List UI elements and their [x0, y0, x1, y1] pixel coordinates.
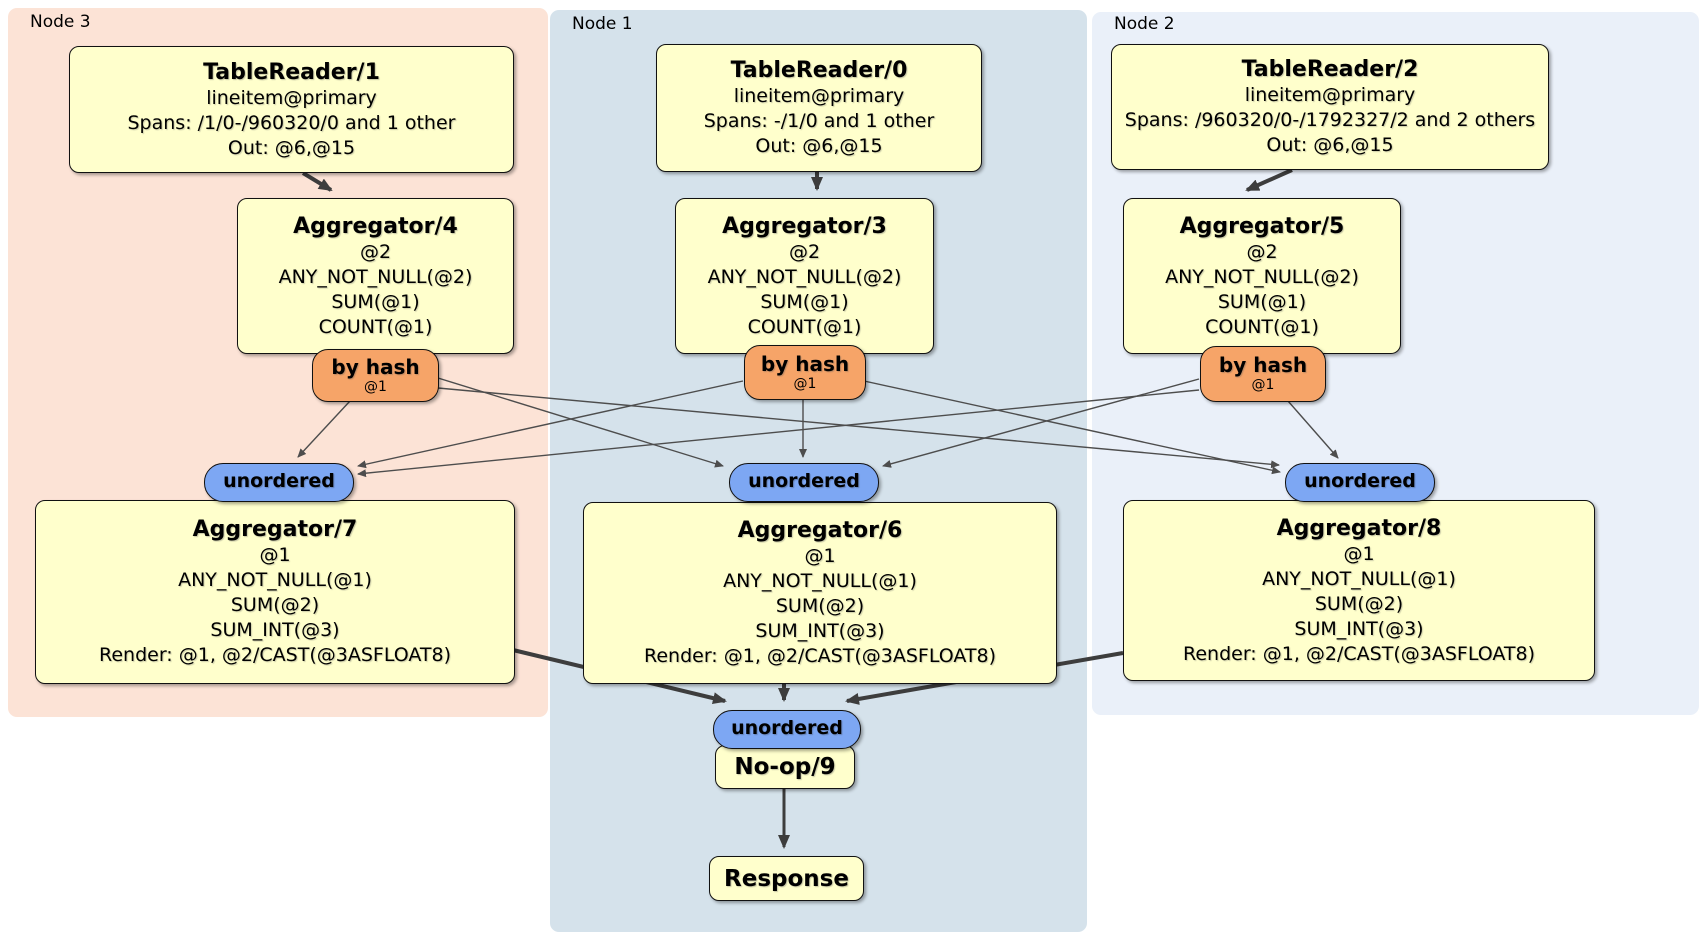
- aggregator-7-fn3: SUM_INT(@3): [210, 619, 340, 641]
- hash-router-4-key: @1: [364, 378, 387, 395]
- tablereader-1-title: TableReader/1: [203, 59, 380, 85]
- aggregator-7-box: Aggregator/7 @1 ANY_NOT_NULL(@1) SUM(@2)…: [35, 500, 515, 684]
- aggregator-4-fn2: SUM(@1): [331, 290, 420, 313]
- tablereader-2-index: lineitem@primary: [1244, 84, 1416, 106]
- aggregator-7-title: Aggregator/7: [192, 517, 358, 542]
- edge-router4-sync7: [297, 400, 351, 458]
- tablereader-2-spans: Spans: /960320/0-/1792327/2 and 2 others: [1124, 109, 1536, 131]
- response-title: Response: [724, 865, 849, 892]
- node2-label: Node 2: [1114, 14, 1175, 34]
- hash-router-4-label: by hash: [331, 354, 420, 379]
- aggregator-8-fn3: SUM_INT(@3): [1294, 617, 1424, 640]
- aggregator-7-fn1: ANY_NOT_NULL(@1): [178, 569, 372, 591]
- edge-tr1-agg4: [301, 171, 333, 192]
- hash-router-3: by hash @1: [744, 345, 866, 400]
- tablereader-0-index: lineitem@primary: [733, 85, 905, 107]
- hash-router-5-key: @1: [1251, 377, 1275, 393]
- aggregator-6-box: Aggregator/6 @1 ANY_NOT_NULL(@1) SUM(@2)…: [583, 502, 1057, 684]
- response-box: Response: [709, 856, 864, 901]
- tablereader-2-title: TableReader/2: [1241, 57, 1419, 82]
- tablereader-2-out: Out: @6,@15: [1266, 134, 1394, 156]
- aggregator-8-title: Aggregator/8: [1276, 515, 1442, 541]
- tablereader-1-box: TableReader/1 lineitem@primary Spans: /1…: [69, 46, 514, 173]
- aggregator-4-box: Aggregator/4 @2 ANY_NOT_NULL(@2) SUM(@1)…: [237, 198, 514, 354]
- unordered-sync-final: unordered: [713, 710, 861, 749]
- aggregator-5-group: @2: [1246, 240, 1278, 263]
- aggregator-5-title: Aggregator/5: [1179, 213, 1345, 239]
- noop-9-box: No-op/9: [715, 745, 855, 789]
- aggregator-7-group: @1: [259, 544, 291, 566]
- tablereader-1-spans: Spans: /1/0-/960320/0 and 1 other: [127, 111, 456, 134]
- aggregator-6-title: Aggregator/6: [737, 518, 903, 543]
- aggregator-3-fn2: SUM(@1): [760, 290, 849, 313]
- tablereader-0-box: TableReader/0 lineitem@primary Spans: -/…: [656, 44, 982, 172]
- edge-router4-sync6: [437, 377, 724, 468]
- aggregator-8-fn1: ANY_NOT_NULL(@1): [1262, 567, 1456, 590]
- aggregator-3-fn1: ANY_NOT_NULL(@2): [707, 265, 902, 288]
- aggregator-3-title: Aggregator/3: [722, 213, 887, 239]
- edge-router5-sync7: [357, 389, 1200, 478]
- aggregator-3-fn3: COUNT(@1): [747, 315, 862, 338]
- tablereader-0-out: Out: @6,@15: [755, 135, 883, 157]
- hash-router-5-label: by hash: [1218, 353, 1308, 377]
- aggregator-5-fn1: ANY_NOT_NULL(@2): [1165, 265, 1359, 288]
- hash-router-3-label: by hash: [760, 351, 850, 376]
- aggregator-7-render: Render: @1, @2/CAST(@3ASFLOAT8): [99, 644, 451, 666]
- aggregator-7-fn2: SUM(@2): [230, 594, 320, 616]
- tablereader-0-title: TableReader/0: [730, 58, 908, 83]
- node3-label: Node 3: [30, 12, 91, 32]
- edge-router3-sync8: [863, 380, 1281, 475]
- aggregator-6-group: @1: [804, 545, 836, 567]
- aggregator-6-render: Render: @1, @2/CAST(@3ASFLOAT8): [644, 645, 996, 667]
- aggregator-4-title: Aggregator/4: [293, 213, 458, 239]
- noop-9-title: No-op/9: [734, 754, 836, 780]
- aggregator-5-box: Aggregator/5 @2 ANY_NOT_NULL(@2) SUM(@1)…: [1123, 198, 1401, 354]
- hash-router-3-key: @1: [793, 375, 817, 392]
- aggregator-8-group: @1: [1343, 542, 1375, 565]
- aggregator-3-group: @2: [788, 240, 821, 263]
- edge-router4-sync8: [437, 387, 1280, 469]
- hash-router-5: by hash @1: [1200, 346, 1326, 402]
- aggregator-4-fn3: COUNT(@1): [318, 315, 433, 338]
- tablereader-0-spans: Spans: -/1/0 and 1 other: [703, 110, 935, 132]
- aggregator-8-fn2: SUM(@2): [1314, 592, 1404, 615]
- unordered-sync-node1: unordered: [729, 463, 879, 502]
- edge-tr2-agg5: [1245, 168, 1293, 192]
- aggregator-6-fn1: ANY_NOT_NULL(@1): [723, 570, 917, 592]
- tablereader-1-out: Out: @6,@15: [227, 136, 356, 159]
- unordered-sync-node3: unordered: [204, 463, 354, 502]
- aggregator-3-box: Aggregator/3 @2 ANY_NOT_NULL(@2) SUM(@1)…: [675, 198, 934, 354]
- edge-router3-sync7: [357, 380, 744, 469]
- edge-router5-sync8: [1287, 400, 1339, 459]
- aggregator-6-fn3: SUM_INT(@3): [755, 620, 885, 642]
- hash-router-4: by hash @1: [312, 349, 439, 402]
- unordered-sync-node2: unordered: [1285, 463, 1435, 502]
- node1-label: Node 1: [572, 14, 633, 34]
- tablereader-1-index: lineitem@primary: [206, 86, 377, 109]
- aggregator-4-group: @2: [359, 240, 392, 263]
- aggregator-4-fn1: ANY_NOT_NULL(@2): [278, 265, 473, 288]
- aggregator-8-box: Aggregator/8 @1 ANY_NOT_NULL(@1) SUM(@2)…: [1123, 500, 1595, 681]
- aggregator-6-fn2: SUM(@2): [775, 595, 865, 617]
- aggregator-5-fn2: SUM(@1): [1217, 290, 1307, 313]
- tablereader-2-box: TableReader/2 lineitem@primary Spans: /9…: [1111, 44, 1549, 170]
- aggregator-8-render: Render: @1, @2/CAST(@3ASFLOAT8): [1183, 642, 1535, 665]
- edge-router5-sync6: [882, 378, 1200, 468]
- aggregator-5-fn3: COUNT(@1): [1205, 315, 1319, 338]
